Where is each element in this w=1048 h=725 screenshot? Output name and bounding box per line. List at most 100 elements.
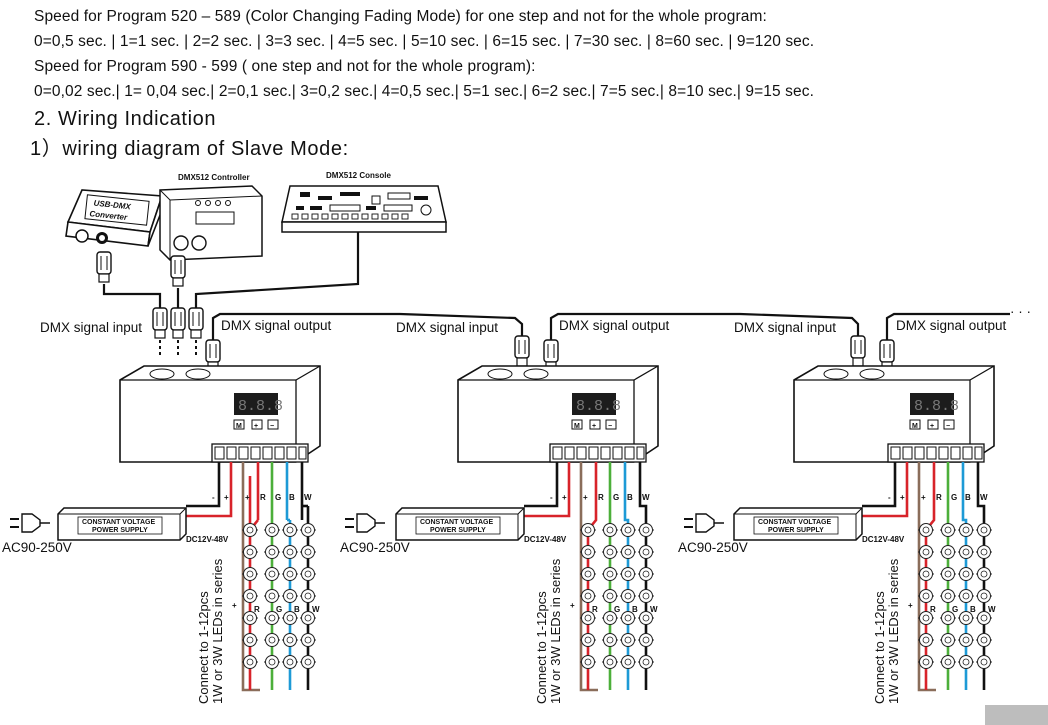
usb-dmx-converter: USB-DMX Converter bbox=[65, 189, 164, 283]
svg-text:W: W bbox=[988, 605, 996, 614]
svg-text:POWER SUPPLY: POWER SUPPLY bbox=[768, 527, 824, 534]
svg-text:USB-DMX: USB-DMX bbox=[93, 199, 132, 212]
svg-text:R: R bbox=[936, 493, 942, 502]
terminal-labels-2: - + + R G B W + R G B W bbox=[550, 493, 658, 614]
svg-text:+: + bbox=[570, 601, 575, 610]
dmx-input-label-2: DMX signal input bbox=[396, 320, 498, 335]
speed-520-589-values: 0=0,5 sec. | 1=1 sec. | 2=2 sec. | 3=3 s… bbox=[34, 33, 815, 50]
power-supply-1: CONSTANT VOLTAGE POWER SUPPLY AC90-250V … bbox=[2, 507, 229, 555]
led-note-line1-3: Connect to 1-12pcs bbox=[872, 591, 887, 704]
led-note-line1-1: Connect to 1-12pcs bbox=[196, 591, 211, 704]
svg-text:CONSTANT VOLTAGE: CONSTANT VOLTAGE bbox=[420, 519, 493, 526]
dmx512-console bbox=[281, 185, 447, 233]
svg-text:+: + bbox=[232, 601, 237, 610]
power-supply-3: CONSTANT VOLTAGE POWER SUPPLY AC90-250V … bbox=[678, 507, 905, 555]
svg-text:W: W bbox=[642, 493, 650, 502]
svg-text:G: G bbox=[276, 605, 282, 614]
svg-text:Converter: Converter bbox=[89, 209, 128, 222]
dmx-input-label-1: DMX signal input bbox=[40, 320, 142, 335]
controller-label: DMX512 Controller bbox=[178, 173, 250, 182]
svg-text:+: + bbox=[908, 601, 913, 610]
svg-text:+: + bbox=[245, 493, 250, 502]
decoder-unit-3: DMX signal input DMX signal output · · ·… bbox=[734, 304, 1031, 463]
svg-text:−: − bbox=[270, 423, 274, 430]
svg-text:W: W bbox=[312, 605, 320, 614]
svg-text:W: W bbox=[650, 605, 658, 614]
svg-text:B: B bbox=[627, 493, 633, 502]
svg-text:8.8.8: 8.8.8 bbox=[914, 398, 959, 415]
svg-text:G: G bbox=[614, 605, 620, 614]
svg-text:R: R bbox=[260, 493, 266, 502]
led-note-line2-1: 1W or 3W LEDs in series bbox=[210, 558, 225, 704]
svg-text:+: + bbox=[562, 493, 567, 502]
led-array-3 bbox=[917, 523, 993, 669]
svg-text:−: − bbox=[608, 423, 612, 430]
svg-text:+: + bbox=[930, 423, 934, 430]
dmx-output-label-2: DMX signal output bbox=[559, 318, 670, 333]
speed-590-599-values: 0=0,02 sec.| 1= 0,04 sec.| 2=0,1 sec.| 3… bbox=[34, 83, 814, 100]
svg-text:CONSTANT VOLTAGE: CONSTANT VOLTAGE bbox=[758, 519, 831, 526]
svg-text:R: R bbox=[598, 493, 604, 502]
svg-text:+: + bbox=[254, 423, 258, 430]
dmx-output-label-1: DMX signal output bbox=[221, 318, 332, 333]
svg-text:G: G bbox=[951, 493, 957, 502]
svg-text:+: + bbox=[921, 493, 926, 502]
power-supply-2: CONSTANT VOLTAGE POWER SUPPLY AC90-250V … bbox=[340, 507, 567, 555]
svg-text:M: M bbox=[912, 423, 918, 430]
dmx-output-label-3: DMX signal output bbox=[896, 318, 1007, 333]
led-note-line2-3: 1W or 3W LEDs in series bbox=[886, 558, 901, 704]
svg-text:-: - bbox=[550, 493, 553, 502]
svg-text:B: B bbox=[970, 605, 976, 614]
svg-text:−: − bbox=[946, 423, 950, 430]
svg-text:+: + bbox=[224, 493, 229, 502]
svg-text:AC90-250V: AC90-250V bbox=[340, 540, 410, 555]
svg-text:AC90-250V: AC90-250V bbox=[678, 540, 748, 555]
svg-text:B: B bbox=[289, 493, 295, 502]
svg-text:B: B bbox=[294, 605, 300, 614]
page-number-tab bbox=[985, 705, 1048, 725]
svg-text:G: G bbox=[275, 493, 281, 502]
svg-text:B: B bbox=[965, 493, 971, 502]
continuation-ellipsis: · · · bbox=[1010, 304, 1031, 319]
svg-text:DC12V-48V: DC12V-48V bbox=[862, 535, 905, 544]
svg-text:+: + bbox=[592, 423, 596, 430]
svg-text:8.8.8: 8.8.8 bbox=[576, 398, 621, 415]
svg-text:-: - bbox=[212, 493, 215, 502]
svg-text:AC90-250V: AC90-250V bbox=[2, 540, 72, 555]
svg-text:M: M bbox=[574, 423, 580, 430]
led-note-line2-2: 1W or 3W LEDs in series bbox=[548, 558, 563, 704]
svg-text:R: R bbox=[930, 605, 936, 614]
svg-text:W: W bbox=[980, 493, 988, 502]
svg-text:+: + bbox=[583, 493, 588, 502]
svg-text:DC12V-48V: DC12V-48V bbox=[524, 535, 567, 544]
slave-mode-subheading: 1）wiring diagram of Slave Mode: bbox=[30, 138, 349, 160]
svg-text:G: G bbox=[613, 493, 619, 502]
svg-text:M: M bbox=[236, 423, 242, 430]
svg-text:DC12V-48V: DC12V-48V bbox=[186, 535, 229, 544]
dmx512-controller bbox=[159, 185, 263, 287]
dmx-input-label-3: DMX signal input bbox=[734, 320, 836, 335]
svg-text:POWER SUPPLY: POWER SUPPLY bbox=[430, 527, 486, 534]
speed-590-599-heading: Speed for Program 590 - 599 ( one step a… bbox=[34, 58, 536, 75]
svg-text:8.8.8: 8.8.8 bbox=[238, 398, 283, 415]
led-array-1 bbox=[241, 523, 317, 669]
svg-text:POWER SUPPLY: POWER SUPPLY bbox=[92, 527, 148, 534]
svg-text:R: R bbox=[254, 605, 260, 614]
svg-text:R: R bbox=[592, 605, 598, 614]
input-cables bbox=[102, 232, 360, 308]
svg-text:B: B bbox=[632, 605, 638, 614]
svg-text:-: - bbox=[888, 493, 891, 502]
wiring-indication-heading: 2. Wiring Indication bbox=[34, 108, 217, 130]
svg-text:W: W bbox=[304, 493, 312, 502]
led-array-2 bbox=[579, 523, 655, 669]
svg-text:G: G bbox=[952, 605, 958, 614]
speed-520-589-heading: Speed for Program 520 – 589 (Color Chang… bbox=[34, 8, 767, 25]
decoder-unit-2: DMX signal input DMX signal output 8.8.8… bbox=[396, 312, 860, 463]
svg-text:+: + bbox=[900, 493, 905, 502]
terminal-labels-3: - + + R G B W + R G B W bbox=[888, 493, 996, 614]
decoder-unit-1: DMX signal input DMX signal output 8.8.8… bbox=[40, 312, 524, 463]
terminal-labels-1: - + + R G B W + R G B W bbox=[212, 493, 320, 614]
console-label: DMX512 Console bbox=[326, 171, 391, 180]
triple-input-plugs bbox=[152, 307, 204, 358]
